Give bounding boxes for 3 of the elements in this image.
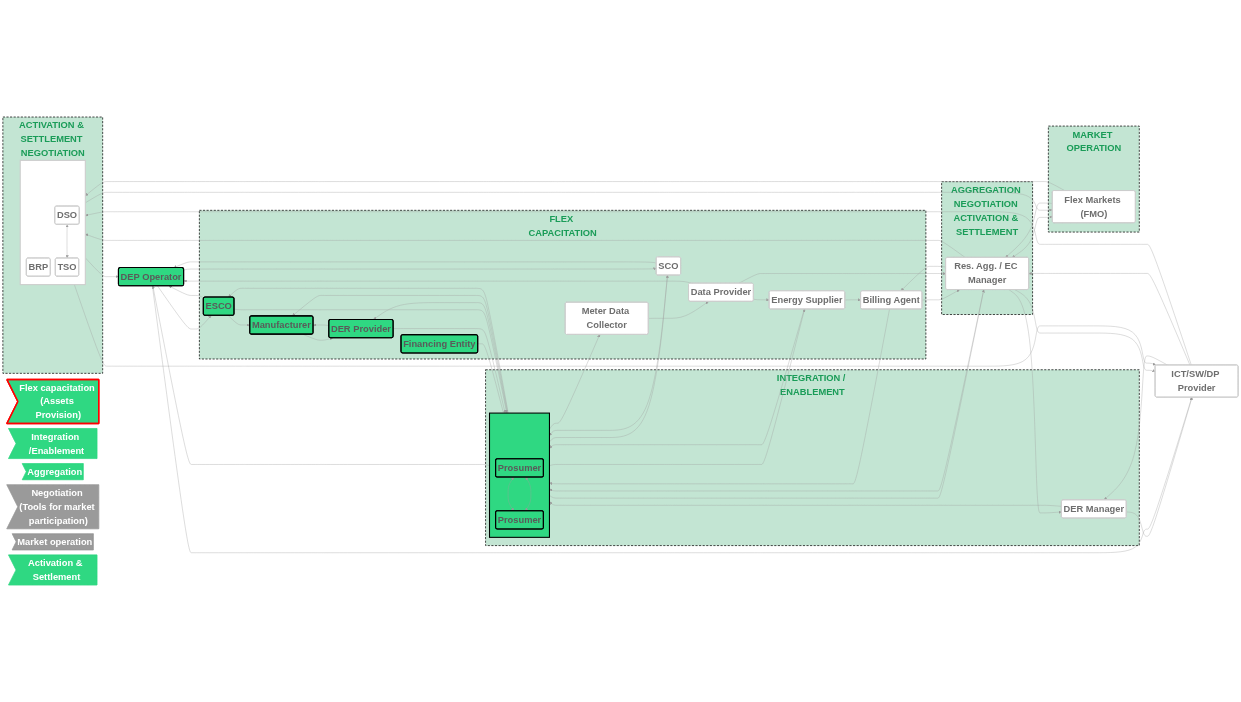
connector: [477, 343, 504, 414]
cluster: [489, 412, 550, 538]
cluster: [19, 159, 86, 286]
